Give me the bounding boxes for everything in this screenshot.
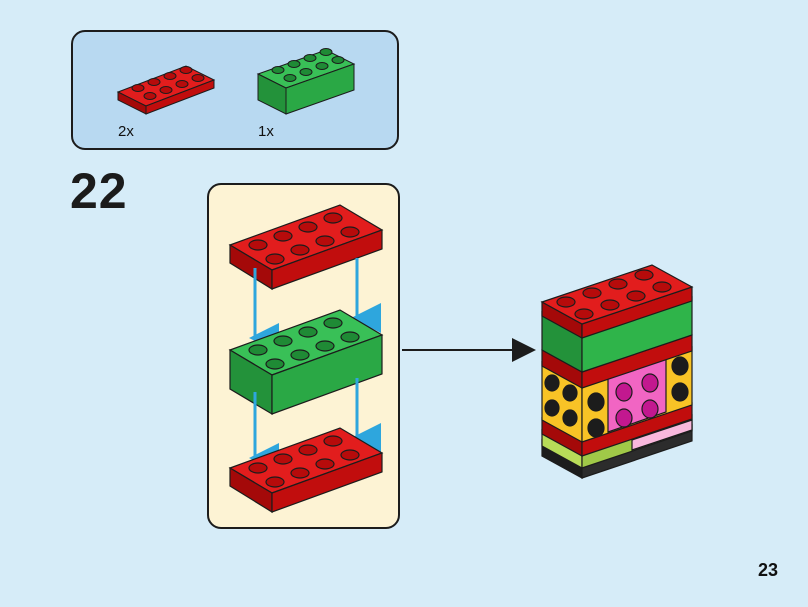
- part-qty-red-plate: 2x: [118, 123, 134, 140]
- part-green-brick-icon: [256, 48, 356, 115]
- sub-bottom-red-plate: [228, 427, 384, 514]
- assembly-arrows-top: [249, 258, 381, 353]
- part-qty-green-brick: 1x: [258, 123, 274, 140]
- step-number: 22: [70, 163, 128, 219]
- assembly-arrows-bottom: [249, 378, 381, 473]
- main-model: [540, 264, 694, 480]
- part-red-plate-icon: [116, 65, 216, 115]
- sub-top-red-plate: [228, 204, 384, 291]
- page-number: 23: [757, 560, 778, 580]
- sub-green-brick: [228, 309, 384, 416]
